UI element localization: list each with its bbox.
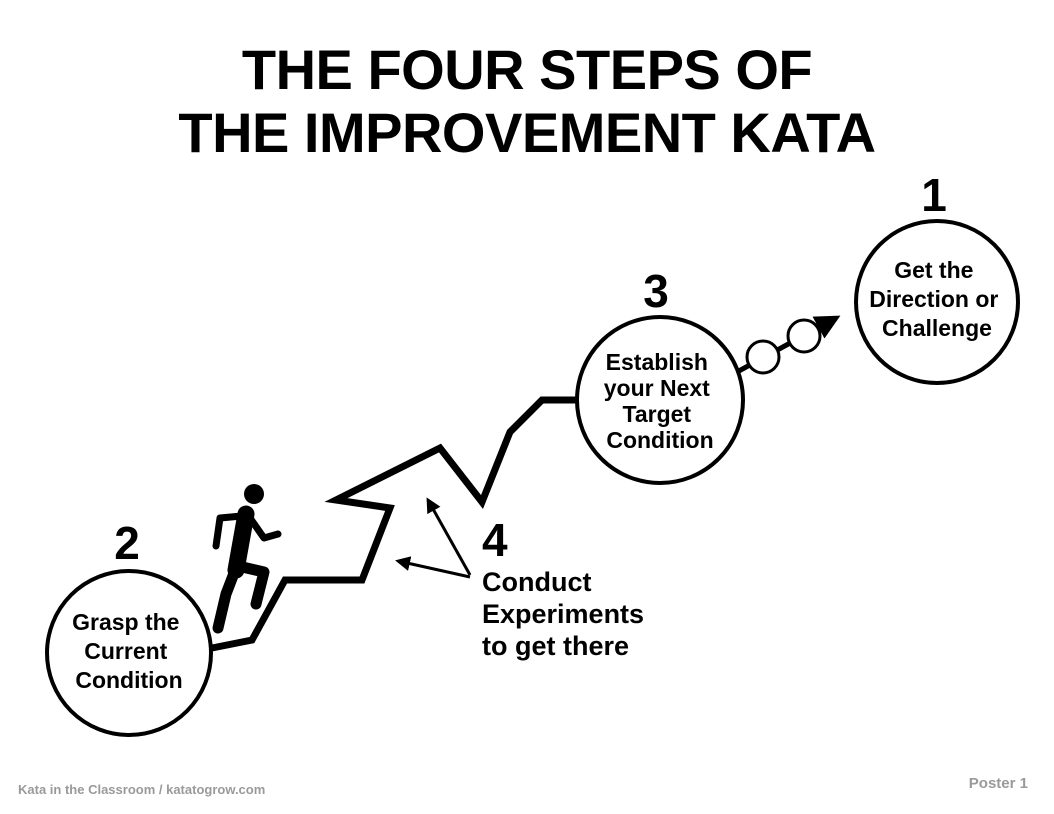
arrow-icon <box>426 497 472 576</box>
arrow-icon <box>395 556 471 579</box>
step-3-circle <box>575 315 745 485</box>
connector-to-challenge <box>735 315 841 375</box>
step-4-number: 4 <box>482 514 508 566</box>
title-line-1: THE FOUR STEPS OF <box>241 38 813 101</box>
title-line-2: THE IMPROVEMENT KATA <box>178 101 876 164</box>
step-2-number: 2 <box>114 517 140 569</box>
step-3-number: 3 <box>643 265 669 317</box>
page-title: THE FOUR STEPS OF THE IMPROVEMENT KATA <box>0 38 1054 164</box>
step-3: 3 Establish your Next Target Condition <box>575 265 745 485</box>
step-1-label: Get the Direction or Challenge <box>869 257 1004 341</box>
step-4: 4 Conduct Experiments to get there <box>395 497 652 661</box>
footer-credit: Kata in the Classroom / katatogrow.com <box>18 782 266 797</box>
connector-dot-2 <box>786 318 822 354</box>
step-1-number: 1 <box>921 169 947 221</box>
connector-dot-1 <box>745 339 781 375</box>
step-1: 1 Get the Direction or Challenge <box>854 169 1020 385</box>
improvement-path <box>211 396 580 652</box>
walking-person-icon <box>212 484 282 634</box>
step-4-label: Conduct Experiments to get there <box>482 567 652 661</box>
step-2-label: Grasp the Current Condition <box>72 609 186 693</box>
step-1-circle <box>854 219 1020 385</box>
step-2: 2 Grasp the Current Condition <box>45 517 213 737</box>
step-3-label: Establish your Next Target Condition <box>604 349 716 453</box>
step-2-circle <box>45 569 213 737</box>
poster-number: Poster 1 <box>968 775 1028 792</box>
